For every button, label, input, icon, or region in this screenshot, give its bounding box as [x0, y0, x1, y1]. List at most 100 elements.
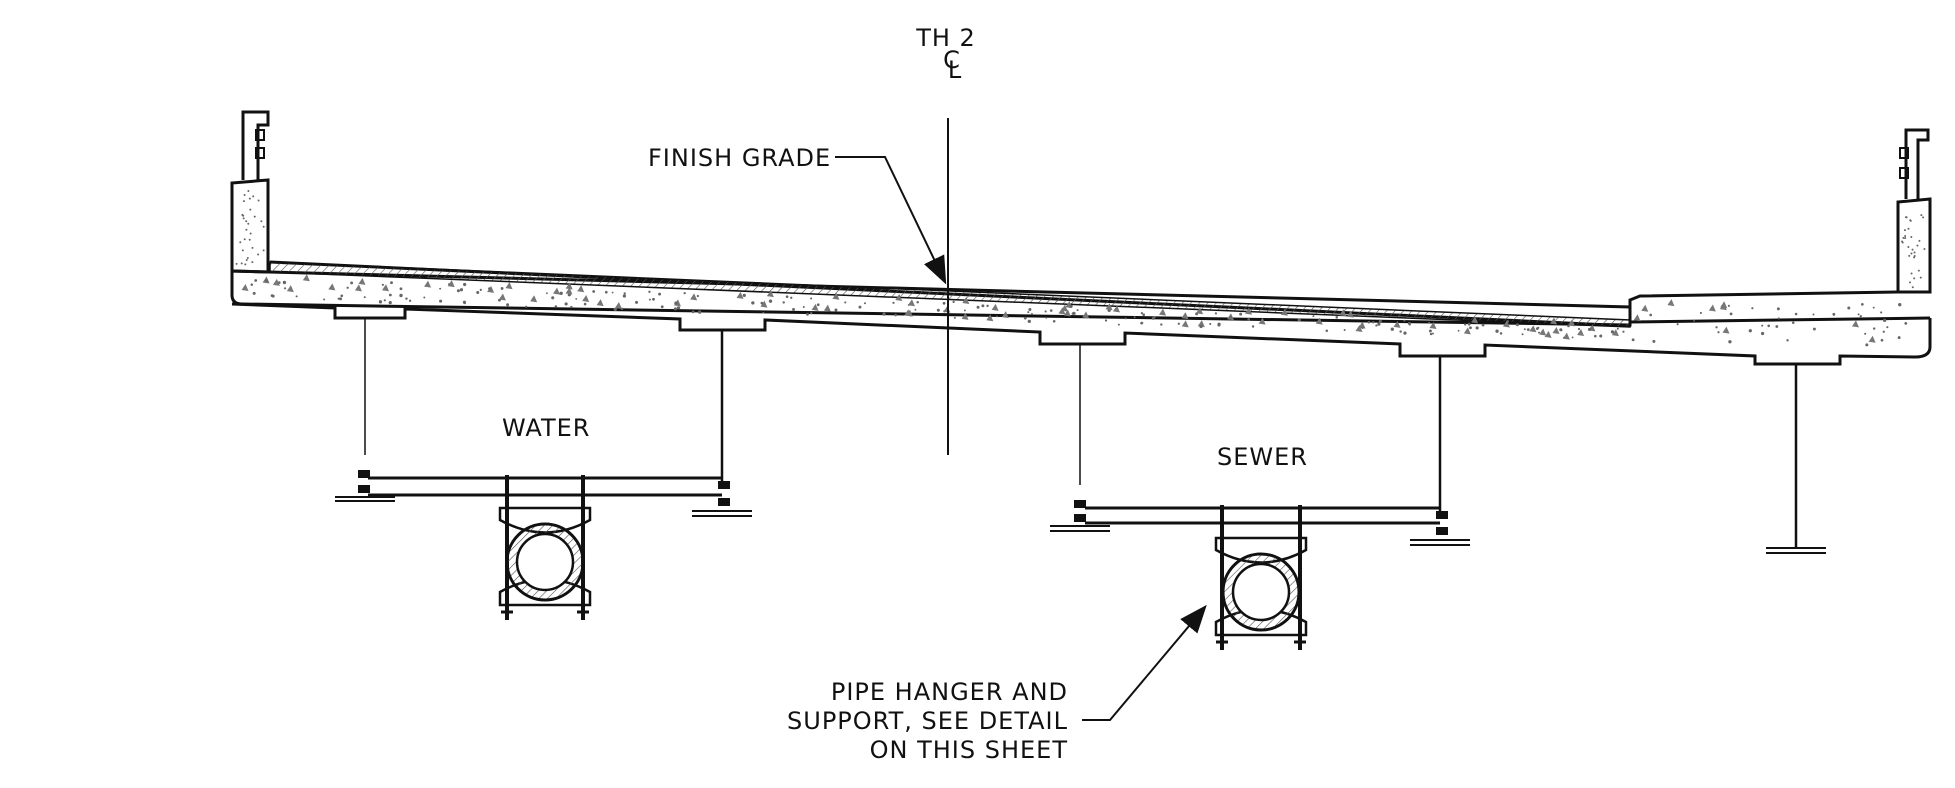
aggregate-dot: [1864, 332, 1867, 335]
aggregate-dot: [248, 238, 251, 241]
aggregate-triangle: [286, 285, 294, 293]
aggregate-triangle: [1502, 320, 1510, 328]
aggregate-triangle: [1063, 309, 1071, 317]
aggregate-triangle: [1355, 325, 1363, 333]
aggregate-dot: [1577, 327, 1581, 331]
finish-grade-leader: [835, 156, 947, 285]
aggregate-dot: [892, 301, 895, 304]
aggregate-dot: [405, 297, 408, 300]
aggregate-dot: [936, 308, 940, 312]
aggregate-dot: [350, 281, 354, 285]
aggregate-dot: [806, 312, 809, 316]
aggregate-dot: [1045, 316, 1048, 319]
aggregate-dot: [363, 296, 366, 299]
aggregate-dot: [1049, 309, 1053, 312]
aggregate-triangle: [1181, 320, 1189, 328]
aggregate-triangle: [760, 300, 768, 308]
aggregate-dot: [1919, 276, 1922, 279]
aggregate-dot: [1922, 216, 1925, 219]
aggregate-dot: [545, 292, 548, 295]
aggregate-triangle: [577, 285, 585, 293]
aggregate-dot: [456, 289, 460, 293]
aggregate-dot: [1920, 214, 1923, 217]
aggregate-dot: [981, 304, 985, 308]
aggregate-dot: [1916, 244, 1919, 247]
aggregate-dot: [1622, 330, 1625, 333]
aggregate-dot: [1117, 323, 1120, 326]
aggregate-dot: [575, 297, 578, 300]
aggregate-dot: [254, 279, 258, 282]
aggregate-dot: [768, 299, 773, 303]
aggregate-dot: [1481, 323, 1485, 327]
aggregate-dot: [1908, 254, 1911, 257]
aggregate-dot: [1408, 323, 1411, 326]
aggregate-dot: [1777, 317, 1780, 320]
aggregate-triangle: [596, 299, 604, 307]
aggregate-dot: [1599, 334, 1603, 338]
aggregate-dot: [782, 301, 785, 304]
aggregate-triangle: [553, 287, 561, 295]
aggregate-dot: [697, 310, 702, 314]
aggregate-dot: [262, 225, 265, 228]
aggregate-dot: [1761, 324, 1764, 327]
aggregate-triangle: [505, 282, 513, 290]
aggregate-dot: [1027, 319, 1031, 324]
aggregate-dot: [525, 305, 528, 308]
aggregate-dot: [262, 249, 265, 252]
aggregate-dot: [1297, 318, 1301, 322]
aggregate-dot: [1911, 286, 1914, 289]
aggregate-triangle: [1851, 320, 1859, 328]
aggregate-dot: [1904, 235, 1907, 238]
aggregate-dot: [1403, 331, 1407, 335]
aggregate-dot: [790, 296, 793, 299]
aggregate-dot: [1378, 319, 1382, 323]
aggregate-dot: [1812, 313, 1815, 316]
aggregate-dot: [1239, 312, 1243, 316]
aggregate-dot: [1027, 311, 1030, 314]
aggregate-dot: [249, 232, 252, 235]
aggregate-dot: [1918, 239, 1921, 242]
aggregate-triangle: [272, 278, 280, 286]
aggregate-dot: [1343, 328, 1346, 331]
concrete-aggregate: [235, 190, 1926, 347]
aggregate-dot: [1812, 327, 1816, 331]
finish-grade-label: FINISH GRADE: [648, 144, 831, 172]
aggregate-dot: [1469, 326, 1472, 330]
aggregate-dot: [1521, 333, 1524, 336]
aggregate-dot: [1767, 324, 1770, 328]
aggregate-dot: [648, 290, 651, 293]
aggregate-dot: [660, 305, 664, 309]
aggregate-dot: [245, 228, 248, 231]
aggregate-dot: [1610, 330, 1615, 334]
aggregate-triangle: [1393, 320, 1401, 328]
aggregate-dot: [1882, 318, 1887, 323]
aggregate-dot: [1151, 316, 1155, 320]
aggregate-dot: [1729, 312, 1733, 316]
aggregate-dot: [1104, 319, 1108, 322]
aggregate-dot: [242, 214, 245, 217]
aggregate-triangle: [962, 297, 970, 305]
aggregate-dot: [1872, 327, 1876, 330]
aggregate-dot: [1251, 325, 1255, 328]
aggregate-triangle: [498, 293, 506, 301]
aggregate-dot: [1475, 326, 1479, 330]
aggregate-dot: [1076, 309, 1079, 312]
right-barrier: [1896, 128, 1932, 294]
deck-slab: [230, 260, 1932, 366]
aggregate-triangle: [986, 314, 994, 322]
aggregate-dot: [337, 297, 340, 300]
aggregate-dot: [1571, 336, 1574, 339]
aggregate-dot: [1515, 323, 1519, 327]
aggregate-dot: [1567, 324, 1570, 328]
aggregate-triangle: [614, 301, 622, 309]
aggregate-dot: [1693, 319, 1695, 322]
aggregate-dot: [1526, 328, 1530, 331]
aggregate-dot: [1028, 308, 1032, 312]
aggregate-dot: [635, 300, 639, 304]
aggregate-dot: [1917, 269, 1920, 272]
aggregate-dot: [1909, 219, 1912, 222]
aggregate-dot: [742, 293, 746, 297]
aggregate-dot: [1142, 313, 1145, 317]
aggregate-triangle: [565, 282, 573, 290]
aggregate-dot: [1727, 304, 1730, 307]
